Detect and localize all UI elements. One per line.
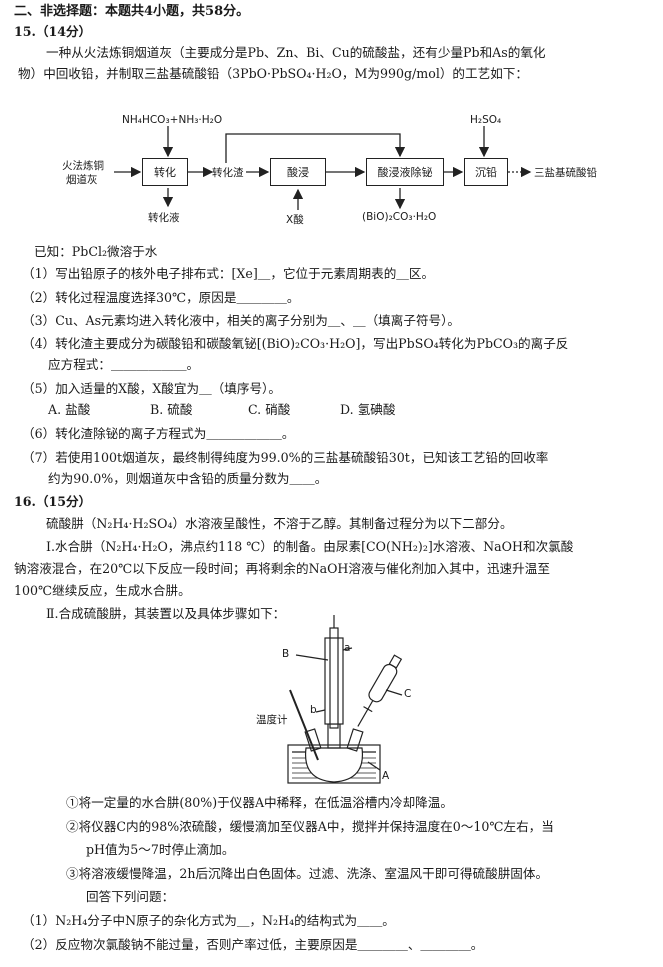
- q16-step3-line1: ③将溶液缓慢降温，2h后沉降出白色固体。过滤、洗涤、室温风干即可得硫酸肼固体。: [66, 866, 549, 881]
- cooling-bath: [287, 744, 381, 784]
- q16-part2-heading: Ⅱ.合成硫酸肼，其装置以及具体步骤如下：: [46, 606, 286, 621]
- known-condition: 已知：PbCl₂微溶于水: [34, 244, 158, 259]
- box-lead-precipitation: 沉铅: [464, 158, 508, 186]
- q15-option-b: B. 硫酸: [150, 402, 193, 417]
- q15-option-d: D. 氢碘酸: [340, 402, 396, 417]
- label-conversion-residue: 转化渣: [212, 167, 244, 179]
- dropping-funnel-c: [368, 663, 398, 703]
- q15-sub4-line1: （4）转化渣主要成分为碳酸铅和碳酸氧铋[(BiO)₂CO₃·H₂O]，写出PbS…: [22, 336, 569, 351]
- box-conversion: 转化: [142, 158, 188, 186]
- q16-sub2: （2）反应物次氯酸钠不能过量，否则产率过低，主要原因是＿＿＿＿、＿＿＿＿。: [22, 937, 484, 952]
- label-thermometer: 温度计: [256, 714, 288, 726]
- label-b: B: [282, 648, 290, 660]
- reagent-ammonium-bicarbonate: NH₄HCO₃+NH₃·H₂O: [122, 114, 223, 126]
- label-c: C: [404, 688, 412, 700]
- q15-sub5: （5）加入适量的X酸，X酸宜为＿（填序号）。: [22, 381, 281, 396]
- q15-sub3: （3）Cu、As元素均进入转化液中，相关的离子分别为＿、＿（填离子符号）。: [22, 313, 461, 328]
- q16-sub1: （1）N₂H₄分子中N原子的杂化方式为＿，N₂H₄的结构式为＿＿。: [22, 913, 395, 928]
- start-material-line1: 火法炼铜: [62, 160, 104, 172]
- q16-step2-line1: ②将仪器C内的98%浓硫酸，缓慢滴加至仪器A中，搅拌并保持温度在0～10℃左右，…: [66, 819, 554, 834]
- label-flask-a: A: [382, 770, 390, 782]
- q16-step1: ①将一定量的水合肼(80%)于仪器A中稀释，在低温浴槽内冷却降温。: [66, 795, 453, 810]
- label-product: 三盐基硫酸铅: [534, 167, 597, 179]
- thermometer: [289, 689, 319, 761]
- q16-step2-line2: pH值为5～7时停止滴加。: [86, 842, 235, 857]
- q15-option-c: C. 硝酸: [248, 402, 291, 417]
- q15-intro-line2: 物）中回收铅，并制取三盐基硫酸铅（3PbO·PbSO₄·H₂O，M为990g/m…: [18, 66, 528, 81]
- label-a-port: a: [344, 642, 351, 654]
- q16-part1-line2: 钠溶液混合，在20℃以下反应一段时间；再将剩余的NaOH溶液与催化剂加入其中，迅…: [14, 561, 550, 576]
- q16-step3-line2: 回答下列问题：: [86, 889, 175, 904]
- q15-sub7-line2: 约为90.0%，则烟道灰中含铅的质量分数为＿＿。: [48, 471, 328, 486]
- q16-part1-line3: 100℃继续反应，生成水合肼。: [14, 583, 191, 598]
- section-header: 二、非选择题：本题共4小题，共58分。: [14, 4, 250, 19]
- q15-sub1: （1）写出铅原子的核外电子排布式：[Xe]＿，它位于元素周期表的＿区。: [22, 266, 435, 281]
- start-material-line2: 烟道灰: [66, 174, 98, 186]
- q16-part1-line1: Ⅰ.水合肼（N₂H₄·H₂O，沸点约118 ℃）的制备。由尿素[CO(NH₂)₂…: [46, 539, 574, 554]
- label-x-acid: X酸: [286, 214, 304, 226]
- q15-sub6: （6）转化渣除铋的离子方程式为＿＿＿＿＿＿。: [22, 426, 295, 441]
- q15-intro-line1: 一种从火法炼铜烟道灰（主要成分是Pb、Zn、Bi、Cu的硫酸盐，还有少量Pb和A…: [46, 45, 546, 60]
- box-acid-leach: 酸浸: [270, 158, 326, 186]
- label-conversion-liquid: 转化液: [148, 212, 180, 224]
- label-bismuth-byproduct: (BiO)₂CO₃·H₂O: [362, 211, 437, 223]
- q15-heading: 15.（14分）: [14, 24, 92, 39]
- q15-option-a: A. 盐酸: [48, 402, 91, 417]
- box-bismuth-removal: 酸浸液除铋: [366, 158, 444, 186]
- three-neck-flask-a: [304, 747, 364, 783]
- condenser-b: [324, 637, 344, 725]
- q16-heading: 16.（15分）: [14, 494, 92, 509]
- q15-sub7-line1: （7）若使用100t烟道灰，最终制得纯度为99.0%的三盐基硫酸铅30t，已知该…: [22, 450, 549, 465]
- reagent-sulfuric-acid: H₂SO₄: [470, 114, 502, 126]
- q15-sub4-line2: 应方程式：＿＿＿＿＿＿。: [48, 357, 200, 372]
- q15-sub2: （2）转化过程温度选择30℃，原因是＿＿＿＿。: [22, 290, 300, 305]
- q16-intro: 硫酸肼（N₂H₄·H₂SO₄）水溶液呈酸性，不溶于乙醇。其制备过程分为以下二部分…: [46, 516, 513, 531]
- label-b-port: b: [310, 704, 317, 716]
